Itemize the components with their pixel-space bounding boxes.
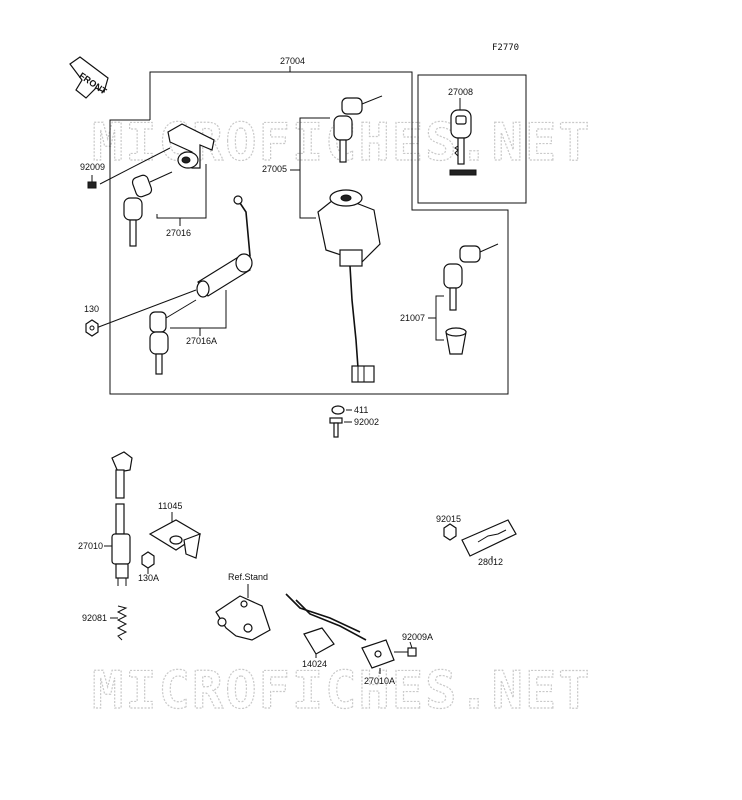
side-stand-assembly <box>215 593 417 669</box>
label-27016A: 27016A <box>186 336 217 346</box>
bracket-icon <box>148 519 202 559</box>
inset-box-27008: 27008 <box>417 74 527 204</box>
fuel-cap-key-assembly <box>443 243 499 355</box>
label-92009: 92009 <box>80 162 105 172</box>
label-92009A: 92009A <box>402 632 433 642</box>
label-27005: 27005 <box>262 164 287 174</box>
key-blank-icon <box>450 109 472 165</box>
screw-icon <box>329 417 343 438</box>
label-27010: 27010 <box>78 541 103 551</box>
label-21007: 21007 <box>400 313 425 323</box>
label-27004: 27004 <box>280 56 305 66</box>
label-411: 411 <box>354 405 368 415</box>
spring-icon <box>116 605 128 641</box>
nut-icon <box>141 551 155 569</box>
label-92015: 92015 <box>436 514 461 524</box>
label-92002: 92002 <box>354 417 379 427</box>
label-130: 130 <box>84 304 99 314</box>
watermark-bottom: MICROFICHES.NET <box>92 661 592 721</box>
label-130A: 130A <box>138 573 159 583</box>
helmet-lock-assembly <box>95 195 253 375</box>
assembly-frame-27004: 27004 <box>109 56 509 395</box>
ignition-switch-assembly: 27005 <box>262 95 383 383</box>
label-27016: 27016 <box>166 228 191 238</box>
figure-code: F2770 <box>492 43 519 53</box>
damper-icon <box>331 405 345 415</box>
label-28012: 28012 <box>478 557 503 567</box>
label-14024: 14024 <box>302 659 327 669</box>
label-92081: 92081 <box>82 613 107 623</box>
label-27010A: 27010A <box>364 676 395 686</box>
seat-lock-assembly <box>99 123 215 247</box>
key-icon <box>443 243 499 311</box>
label-ref-stand: Ref.Stand <box>228 572 268 582</box>
label-27008: 27008 <box>448 87 473 97</box>
key-icon <box>123 171 173 247</box>
label-11045: 11045 <box>158 501 182 511</box>
front-arrow-icon: FRONT <box>69 56 109 99</box>
bolt-icon <box>87 175 97 189</box>
starter-switch-assembly <box>111 451 133 586</box>
nut-icon <box>85 319 99 337</box>
key-icon <box>149 299 197 375</box>
reflector-icon <box>461 519 517 557</box>
key-icon <box>333 95 383 163</box>
nut-icon <box>443 523 457 541</box>
